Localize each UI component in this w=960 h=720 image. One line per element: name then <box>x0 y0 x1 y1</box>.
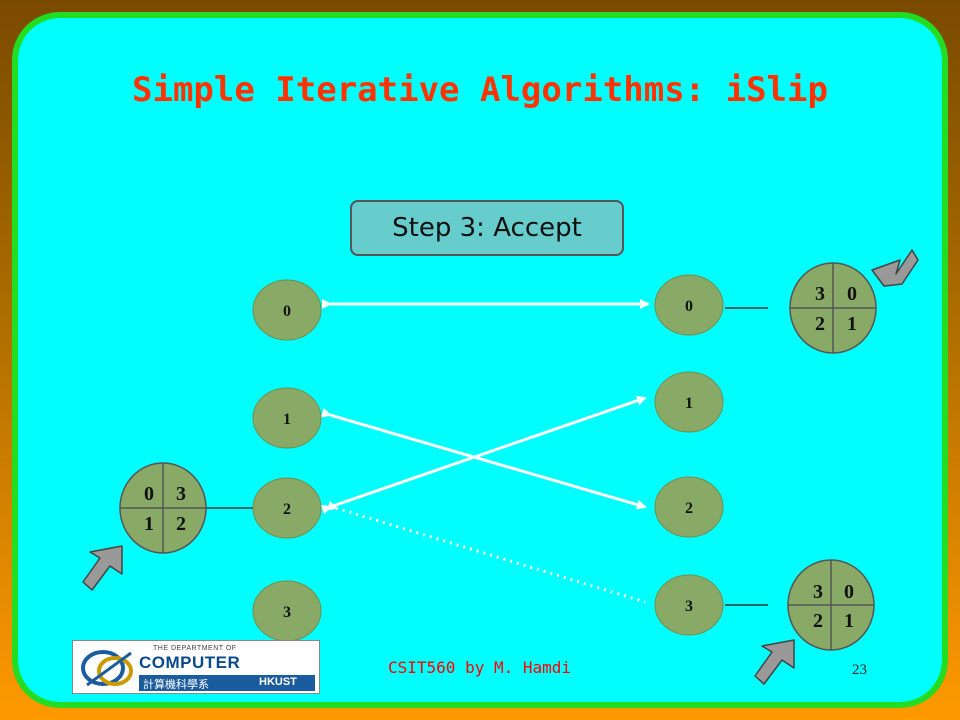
input-node-3-label: 3 <box>283 604 291 621</box>
footer-credit: CSIT560 by M. Hamdi <box>388 658 572 677</box>
output-pointer-bottom-value-br: 1 <box>844 610 854 632</box>
input-pointer-value-bl: 1 <box>144 513 154 535</box>
output-pointer-top-arrow-icon <box>871 249 919 287</box>
input-node-0: 0 <box>252 279 322 341</box>
output-node-2-label: 2 <box>685 500 693 517</box>
input-node-1: 1 <box>252 387 322 449</box>
hkust-cs-logo: THE DEPARTMENT OF COMPUTER SCIENCE 計算機科學… <box>72 640 320 694</box>
logo-bar <box>139 675 315 691</box>
edge-accept-2-1 <box>320 395 647 515</box>
output-node-2: 2 <box>654 476 724 538</box>
output-node-1-label: 1 <box>685 395 693 412</box>
edge-request-1-2 <box>320 407 647 510</box>
input-node-3: 3 <box>252 580 322 642</box>
input-pointer-value-br: 2 <box>176 513 186 535</box>
input-pointer-value-tr: 3 <box>176 483 186 505</box>
edge-dotted-2-3 <box>326 500 646 604</box>
output-pointer-top-wheel: 3 0 2 1 <box>789 262 877 354</box>
output-node-3: 3 <box>654 574 724 636</box>
logo-chinese-text: 計算機科學系 <box>143 678 209 691</box>
input-pointer-value-tl: 0 <box>144 483 154 505</box>
output-pointer-bottom-arrow-icon <box>754 639 795 685</box>
output-node-1: 1 <box>654 371 724 433</box>
output-node-0: 0 <box>654 274 724 336</box>
step-label: Step 3: Accept <box>392 213 582 243</box>
output-pointer-bottom-value-tr: 0 <box>844 581 854 603</box>
output-pointer-top-value-tr: 0 <box>847 283 857 305</box>
output-pointer-top-value-br: 1 <box>847 313 857 335</box>
cs-emblem-icon <box>81 650 133 687</box>
input-node-1-label: 1 <box>283 411 291 428</box>
input-pointer-wheel: 0 3 1 2 <box>119 462 207 554</box>
output-pointer-top-value-bl: 2 <box>815 313 825 335</box>
logo-dept-text: THE DEPARTMENT OF <box>153 645 237 652</box>
output-node-3-label: 3 <box>685 598 693 615</box>
output-pointer-top-value-tl: 3 <box>815 283 825 305</box>
logo-university-text: HKUST <box>259 676 297 688</box>
output-pointer-bottom-value-tl: 3 <box>813 581 823 603</box>
input-node-2-label: 2 <box>283 501 291 518</box>
output-pointer-bottom-value-bl: 2 <box>813 610 823 632</box>
page-number: 23 <box>852 662 867 678</box>
input-node-0-label: 0 <box>283 303 291 320</box>
output-node-0-label: 0 <box>685 298 693 315</box>
slide-title: Simple Iterative Algorithms: iSlip <box>132 70 828 110</box>
step-label-box: Step 3: Accept <box>350 200 624 256</box>
input-node-2: 2 <box>252 477 322 539</box>
input-pointer-arrow-icon <box>82 545 123 591</box>
output-pointer-bottom-wheel: 3 0 2 1 <box>787 559 875 651</box>
